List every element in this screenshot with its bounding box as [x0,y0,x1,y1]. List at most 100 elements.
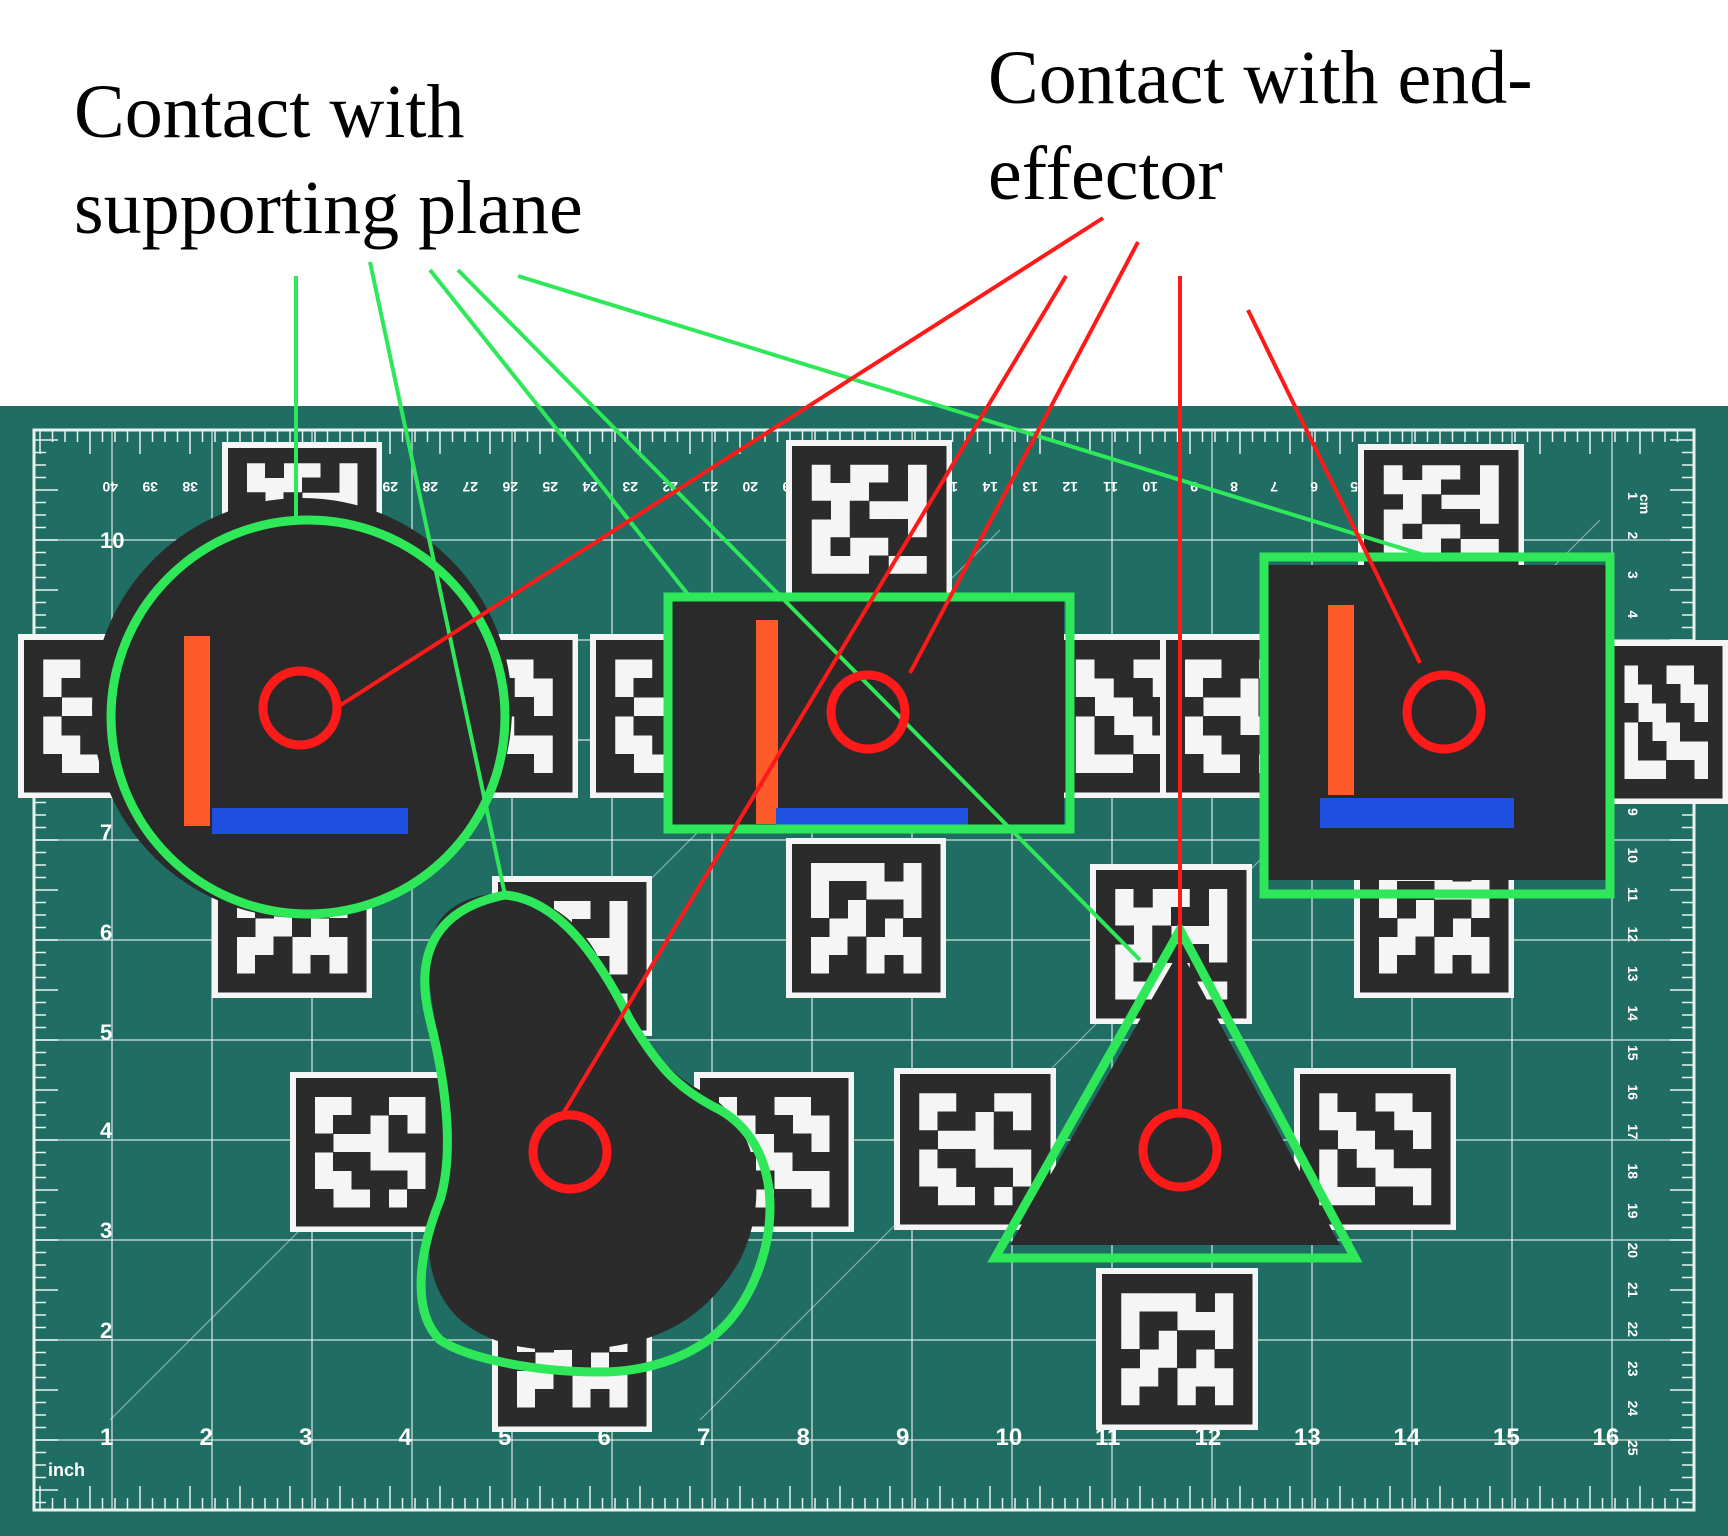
end-effector-leaders [334,216,1422,1114]
mat-border [32,428,1696,1512]
leader-line [1246,309,1422,664]
end-effector-points [258,666,1486,1194]
ruler-unit-cm: cm [1637,494,1653,514]
leader-line [562,274,1068,1114]
ruler-number-cm: 25 [1625,1440,1641,1456]
ruler-number-inch: 16 [1593,1424,1620,1451]
ruler-number-cm: 24 [1625,1401,1641,1417]
ruler-number-cm: 21 [1625,1282,1641,1298]
orange-tape [184,636,210,826]
ruler-number-cm: 13 [1625,966,1641,982]
ruler-number-inch: 6 [100,920,112,945]
ruler-number-inch: 1 [100,1424,113,1451]
ruler-number-cm: 8 [1230,479,1238,495]
rectangle-object [672,600,1064,825]
marker-tile [1604,640,1728,804]
ruler-number-cm: 9 [1190,479,1198,495]
ruler-number-cm: 21 [702,479,718,495]
caption-supporting-plane-line2: supporting plane [74,166,583,250]
blue-tape [776,808,968,826]
ruler-number-cm: 23 [622,479,638,495]
ruler-number-inch: 3 [100,1218,112,1243]
ruler-number-inch: 2 [200,1424,213,1451]
ruler-number-cm: 20 [742,479,758,495]
ruler-number-cm: 23 [1625,1361,1641,1377]
square-effector-point [1402,670,1486,754]
ruler-number-cm: 10 [1142,479,1158,495]
orange-tape [1328,605,1354,795]
leader-line [908,241,1140,674]
marker-tile [1358,444,1524,574]
ruler-number-cm: 24 [582,479,598,495]
ruler-number-inch: 9 [896,1424,909,1451]
ruler-number-cm: 27 [462,479,478,495]
ruler-number-cm: 13 [1022,479,1038,495]
ruler-number-cm: 29 [382,479,398,495]
ruler-number-cm: 9 [1625,808,1641,816]
ruler-number-inch: 8 [797,1424,810,1451]
ruler-number-cm: 20 [1625,1243,1641,1259]
leader-line [334,216,1105,710]
ruler-number-cm: 1 [1625,492,1641,500]
ruler-number-cm: 19 [1625,1203,1641,1219]
rectangle-contact-outline [663,592,1075,834]
orange-tape [756,620,778,824]
ruler-number-cm: 11 [1625,887,1641,902]
guitar-contact-outline [416,890,775,1377]
ruler-number-cm: 22 [1625,1322,1641,1338]
ruler-number-inch: 10 [100,528,124,553]
ruler-number-cm: 18 [1625,1164,1641,1180]
ruler-number-cm: 7 [1270,479,1278,495]
ruler-number-inch: 13 [1294,1424,1321,1451]
caption-end-effector-line1: Contact with end- [988,36,1533,120]
ruler-number-cm: 38 [182,479,198,495]
rectangle-effector-point [826,670,910,754]
ruler-number-inch: 4 [100,1118,113,1143]
ruler-number-inch: 2 [100,1318,112,1343]
leader-line [368,261,507,896]
ruler-number-inch: 5 [100,1020,112,1045]
blue-tape [1320,798,1514,828]
ruler-number-cm: 6 [1310,479,1318,495]
ruler-number-cm: 39 [142,479,158,495]
caption-supporting-plane-line1: Contact with [74,70,465,154]
circle-contact-outline [106,515,510,919]
marker-tile [786,838,946,998]
ruler-number-inch: 15 [1493,1424,1520,1451]
circle-effector-point [258,666,342,750]
leader-line [428,268,692,599]
square-object [1268,565,1606,880]
ruler-number-cm: 28 [422,479,438,495]
ruler-number-cm: 14 [1625,1006,1641,1022]
ruler-number-inch: 14 [1394,1424,1421,1451]
ruler-number-inch: 4 [399,1424,413,1451]
ruler-number-cm: 16 [1625,1085,1641,1101]
ruler-number-cm: 40 [102,479,118,495]
marker-tile [894,1068,1056,1230]
caption-supporting-plane: Contact with supporting plane [74,64,583,256]
triangle-effector-point [1138,1108,1222,1192]
ruler-number-inch: 7 [697,1424,710,1451]
ruler-number-cm: 12 [1625,927,1641,943]
guitar-effector-point [528,1110,612,1194]
ruler-number-cm: 3 [1625,571,1641,579]
ruler-number-cm: 25 [542,479,558,495]
caption-end-effector-line2: effector [988,132,1223,216]
ruler-number-cm: 26 [502,479,518,495]
tapes [184,605,1514,834]
ruler-number-cm: 17 [1625,1124,1641,1140]
supporting-plane-leaders [294,261,1441,962]
ruler-number-cm: 14 [982,479,998,495]
ruler-number-cm: 2 [1625,532,1641,540]
mat-ruler-ticks [34,430,1694,1510]
ruler-number-cm: 12 [1062,479,1078,495]
ruler-number-cm: 15 [1625,1045,1641,1061]
leader-line [456,268,1142,962]
marker-tile [786,440,952,598]
triangle-object [1010,950,1340,1245]
ruler-number-cm: 5 [1350,479,1358,495]
marker-tile [290,1072,450,1232]
blue-tape [212,808,408,834]
ruler-number-cm: 11 [1103,479,1118,495]
